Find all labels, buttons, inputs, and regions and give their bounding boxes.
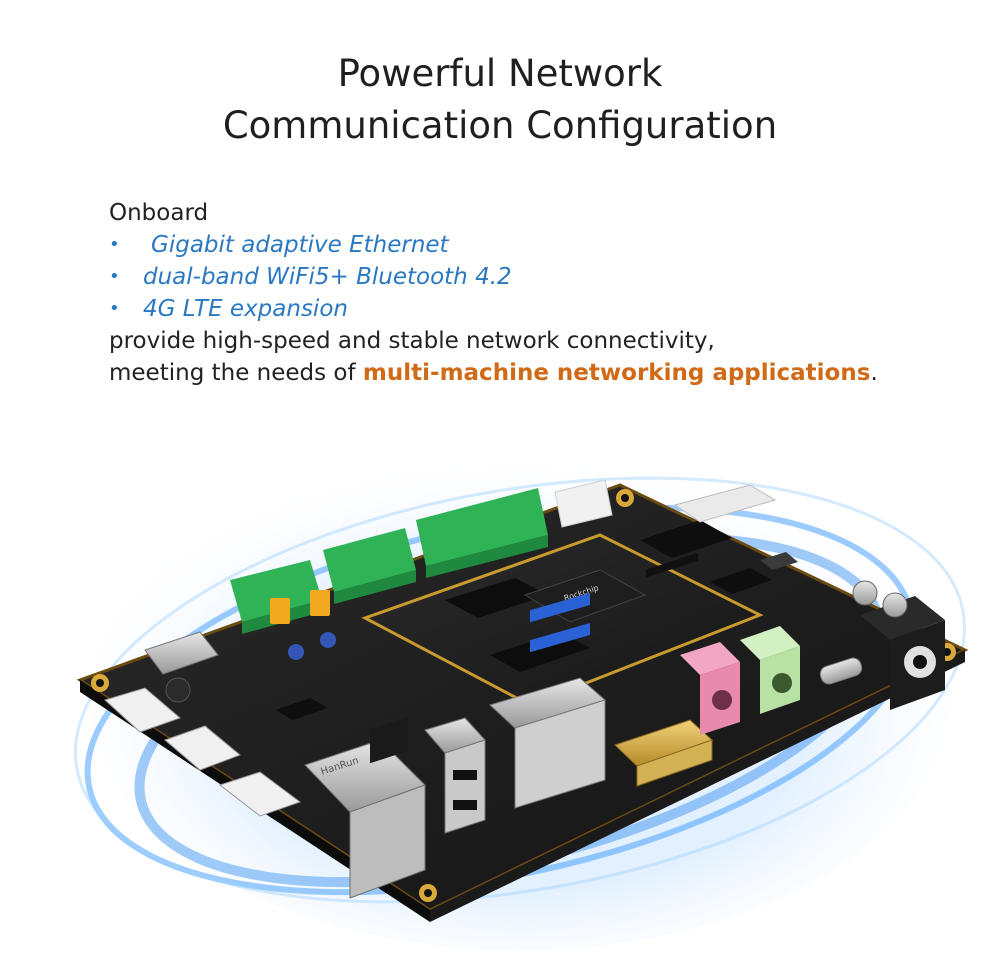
terminal-block xyxy=(416,488,548,578)
usb3-port xyxy=(489,593,606,809)
audio-jack-green xyxy=(740,626,800,714)
ic-chip xyxy=(275,698,328,720)
capacitor xyxy=(852,580,878,606)
light-ring xyxy=(73,476,967,904)
highlight-text: multi-machine networking applications xyxy=(362,360,871,386)
fpc-connector xyxy=(164,725,241,771)
jumper-base xyxy=(288,644,304,660)
hdmi-port xyxy=(614,552,713,787)
dc-power-jack xyxy=(860,596,945,710)
title-line-1: Powerful Network xyxy=(337,52,663,95)
terminal-block xyxy=(323,528,416,604)
feature-item-4g: • 4G LTE expansion xyxy=(109,293,969,325)
capacitor xyxy=(882,592,908,618)
ic-chip xyxy=(710,568,772,594)
feature-label: 4G LTE expansion xyxy=(143,296,348,322)
bullet-icon: • xyxy=(109,266,120,287)
bullet-icon: • xyxy=(109,234,120,255)
intro-text: Onboard xyxy=(109,200,209,226)
fpc-connector xyxy=(104,687,181,733)
jumper-base xyxy=(320,632,336,648)
page-title: Powerful Network Communication Configura… xyxy=(0,48,1000,152)
usb-port xyxy=(424,717,486,834)
usb-c-port xyxy=(819,657,863,685)
jumper xyxy=(270,598,290,624)
feature-label: dual-band WiFi5+ Bluetooth 4.2 xyxy=(143,264,512,290)
description-suffix: . xyxy=(870,360,878,386)
fpc-connector xyxy=(218,771,302,817)
title-line-2: Communication Configuration xyxy=(222,104,778,147)
microsd-slot xyxy=(144,631,219,675)
board-image: Rockchip HanRun xyxy=(73,450,969,950)
ethernet-port: HanRun xyxy=(304,716,426,899)
description-line-2: meeting the needs of multi-machine netwo… xyxy=(109,357,969,389)
jumper xyxy=(310,590,330,616)
wifi-module xyxy=(640,520,732,558)
pcb-edge xyxy=(430,650,965,922)
feature-item-wifi: • dual-band WiFi5+ Bluetooth 4.2 xyxy=(109,261,969,293)
jst-connector xyxy=(554,479,613,528)
memory-chip xyxy=(445,578,548,618)
button xyxy=(760,552,798,570)
description-prefix: meeting the needs of xyxy=(109,360,363,386)
gpio-header xyxy=(673,484,777,523)
audio-jack-pink xyxy=(680,642,740,735)
description-line-1: provide high-speed and stable network co… xyxy=(109,328,715,354)
feature-label: Gigabit adaptive Ethernet xyxy=(151,232,449,258)
bullet-icon: • xyxy=(109,298,120,319)
audio-knob xyxy=(165,677,191,703)
feature-description: Onboard • Gigabit adaptive Ethernet • du… xyxy=(109,197,969,389)
core-module xyxy=(361,533,764,707)
feature-item-ethernet: • Gigabit adaptive Ethernet xyxy=(109,229,969,261)
